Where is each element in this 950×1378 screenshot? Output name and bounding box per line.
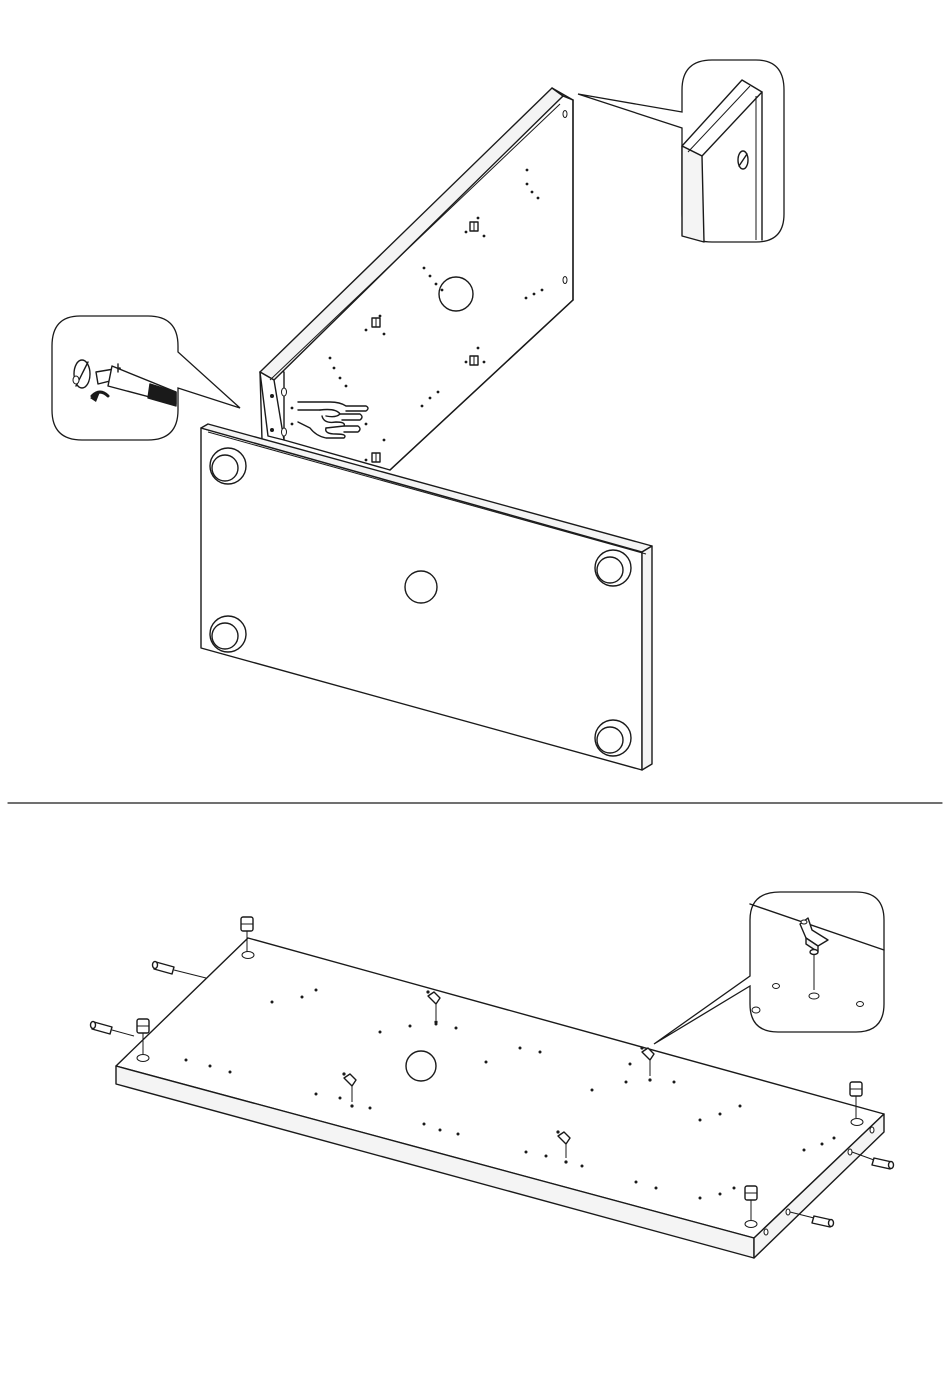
top-step xyxy=(52,60,784,770)
foot xyxy=(210,616,246,652)
foot xyxy=(595,720,631,756)
center-hole xyxy=(405,571,437,603)
foot xyxy=(210,448,246,484)
callout-right xyxy=(578,60,784,242)
cam-lock-icon xyxy=(738,151,748,169)
center-hole xyxy=(439,277,473,311)
center-hole xyxy=(406,1051,436,1081)
side-panel xyxy=(260,88,573,470)
bottom-step xyxy=(91,892,894,1258)
callout-left xyxy=(52,316,240,440)
bottom-panel xyxy=(201,424,652,770)
callout-bracket xyxy=(654,892,884,1044)
foot xyxy=(595,550,631,586)
